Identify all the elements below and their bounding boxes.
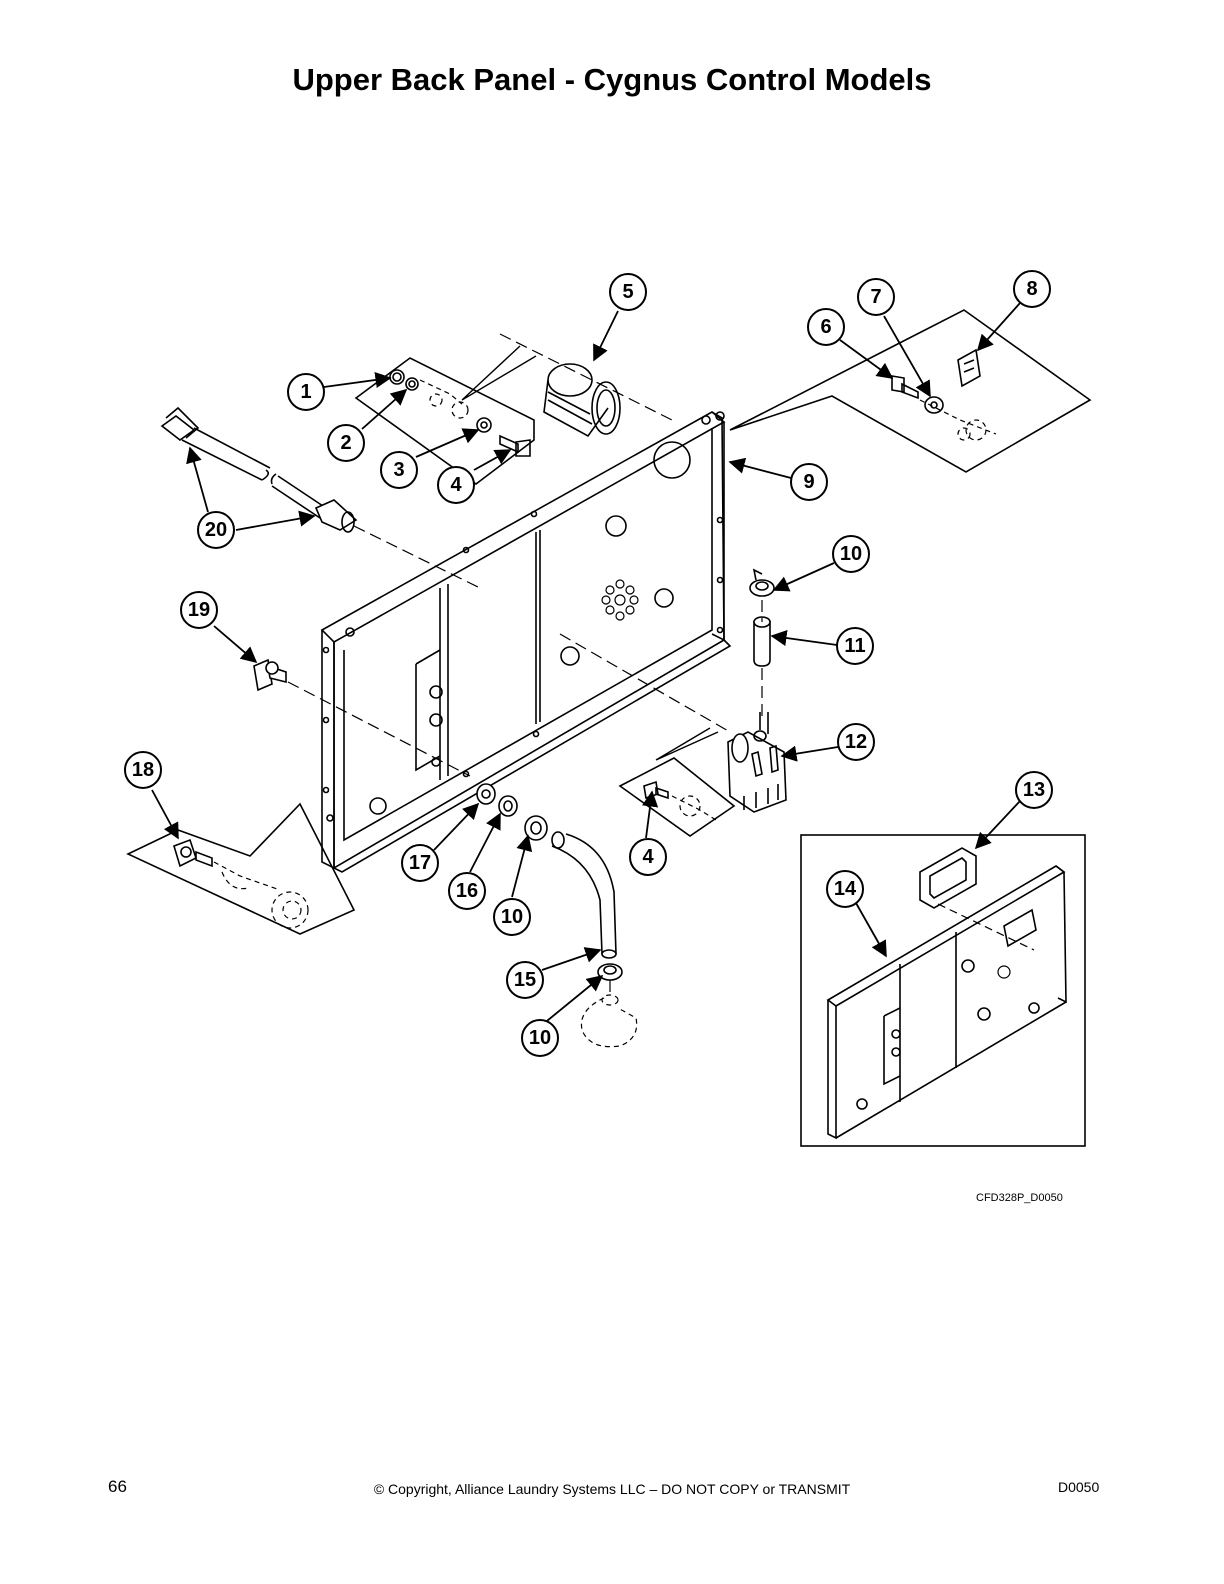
center-lines bbox=[287, 333, 763, 998]
svg-text:8: 8 bbox=[1026, 278, 1037, 300]
balloon-11: 11 bbox=[836, 627, 874, 665]
svg-text:16: 16 bbox=[456, 880, 478, 902]
document-code: D0050 bbox=[1058, 1479, 1100, 1495]
nut-16 bbox=[498, 795, 518, 817]
svg-text:2: 2 bbox=[340, 432, 351, 454]
back-panel bbox=[320, 411, 732, 873]
page-title: Upper Back Panel - Cygnus Control Models bbox=[292, 62, 932, 97]
balloon-9: 9 bbox=[790, 463, 828, 501]
svg-text:5: 5 bbox=[622, 281, 633, 303]
hose-clamp-10-mid bbox=[524, 815, 548, 841]
fitting-19 bbox=[253, 658, 287, 692]
drain-fitting bbox=[580, 994, 638, 1048]
svg-text:12: 12 bbox=[845, 731, 867, 753]
svg-text:18: 18 bbox=[132, 759, 154, 781]
balloon-14: 14 bbox=[826, 870, 864, 908]
svg-text:15: 15 bbox=[514, 969, 536, 991]
balloon-15: 15 bbox=[506, 961, 544, 999]
balloon-7: 7 bbox=[857, 278, 895, 316]
svg-text:1: 1 bbox=[300, 381, 311, 403]
balloon-10-bottom: 10 bbox=[521, 1019, 559, 1057]
fastener-inset-6-8 bbox=[729, 309, 1092, 473]
balloon-8: 8 bbox=[1013, 270, 1051, 308]
balloon-20: 20 bbox=[197, 511, 235, 549]
leader-arrows bbox=[151, 302, 1021, 1026]
svg-text:10: 10 bbox=[501, 906, 523, 928]
figure-code: CFD328P_D0050 bbox=[976, 1192, 1063, 1204]
balloon-10-upper: 10 bbox=[832, 535, 870, 573]
balloon-12: 12 bbox=[837, 723, 875, 761]
svg-text:4: 4 bbox=[450, 474, 462, 496]
gasket-13 bbox=[919, 847, 977, 909]
balloon-13: 13 bbox=[1015, 771, 1053, 809]
svg-text:7: 7 bbox=[870, 286, 881, 308]
balloon-5: 5 bbox=[609, 273, 647, 311]
svg-text:9: 9 bbox=[803, 471, 814, 493]
balloon-2: 2 bbox=[327, 424, 365, 462]
copyright-notice: © Copyright, Alliance Laundry Systems LL… bbox=[373, 1481, 851, 1497]
svg-text:11: 11 bbox=[844, 635, 865, 657]
balloon-4: 4 bbox=[437, 466, 475, 504]
inlet-duct-5 bbox=[543, 363, 621, 438]
svg-text:17: 17 bbox=[409, 852, 431, 874]
svg-text:20: 20 bbox=[205, 519, 227, 541]
page-number: 66 bbox=[108, 1477, 127, 1496]
fastener-inset-18 bbox=[126, 802, 356, 935]
balloon-4-lower: 4 bbox=[629, 838, 667, 876]
hose-assembly-20 bbox=[160, 406, 358, 533]
svg-text:6: 6 bbox=[820, 316, 831, 338]
hose-clamp-10-top bbox=[749, 568, 775, 597]
balloon-16: 16 bbox=[448, 872, 486, 910]
balloon-17: 17 bbox=[401, 844, 439, 882]
alternate-panel-inset bbox=[800, 834, 1086, 1147]
svg-text:3: 3 bbox=[393, 459, 404, 481]
hose-clamp-10-bottom bbox=[597, 963, 623, 981]
svg-text:19: 19 bbox=[188, 599, 210, 621]
fastener-inset-1-4 bbox=[354, 345, 537, 485]
svg-text:14: 14 bbox=[834, 878, 857, 900]
svg-text:10: 10 bbox=[529, 1027, 551, 1049]
balloon-19: 19 bbox=[180, 591, 218, 629]
water-valve-12 bbox=[727, 712, 787, 813]
hose-11 bbox=[753, 616, 771, 667]
washer-17 bbox=[476, 783, 496, 805]
svg-text:4: 4 bbox=[642, 846, 654, 868]
hose-15 bbox=[551, 831, 617, 959]
balloon-3: 3 bbox=[380, 451, 418, 489]
balloon-6: 6 bbox=[807, 308, 845, 346]
balloon-10-mid: 10 bbox=[493, 898, 531, 936]
fastener-inset-4b bbox=[618, 727, 736, 837]
balloon-1: 1 bbox=[287, 373, 325, 411]
balloons: 1 2 3 4 5 6 7 8 9 10 11 12 13 14 4 10 10… bbox=[124, 270, 1053, 1057]
svg-text:13: 13 bbox=[1023, 779, 1045, 801]
balloon-18: 18 bbox=[124, 751, 162, 789]
svg-text:10: 10 bbox=[840, 543, 862, 565]
